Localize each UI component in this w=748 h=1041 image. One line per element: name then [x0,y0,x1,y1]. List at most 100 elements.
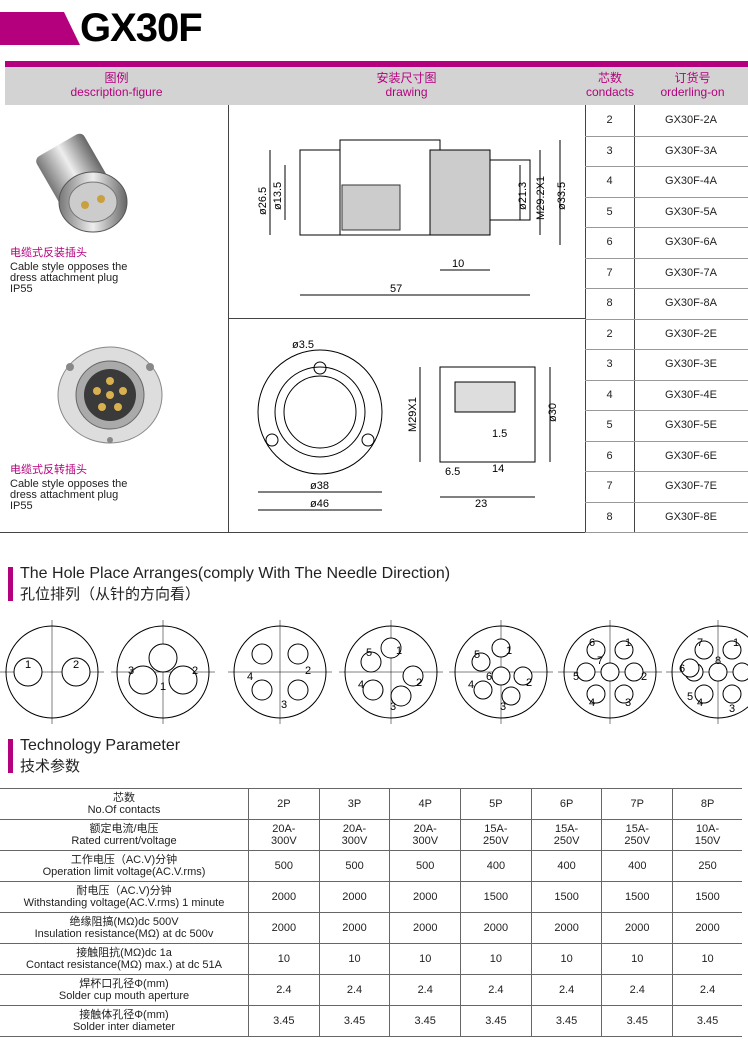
header-order-cn: 订货号 [674,71,711,85]
pin-hole [501,686,521,706]
pin-number: 7 [597,655,603,667]
pin-number: 4 [358,679,364,691]
pin-number: 4 [468,679,474,691]
title-accent-bar [0,12,80,45]
param-value: 400 [601,850,673,882]
pin-number: 3 [390,701,396,713]
param-value: 2000 [389,881,461,913]
param-value: 10 [248,943,320,975]
dim-label: ø46 [310,498,329,510]
header-drawing-en: drawing [385,85,428,99]
pin-number: 2 [526,677,532,689]
param-value: 6P [530,788,602,820]
contacts-count: 2 [606,327,613,340]
param-value: 8P [672,788,742,820]
pin-hole [513,666,533,686]
param-cn: 耐电压（AC.V)分钟 [76,885,172,897]
pin-number: 7 [697,637,703,649]
pin-hole [694,684,714,704]
dim-label: ø21.3 [517,182,529,210]
contacts-count: 8 [606,297,613,309]
param-value: 250 [672,850,742,882]
pin-hole [148,643,178,673]
dim-label: M29X1 [407,397,419,432]
contacts-count: 4 [606,175,613,187]
param-cn: 接触体孔径Φ(mm) [79,1009,169,1021]
order-code: GX30F-8A [665,297,717,309]
param-value: 2.4 [530,974,602,1006]
param-cn: 焊杯口孔径Φ(mm) [79,978,169,990]
param-en: Solder inter diameter [72,1021,176,1033]
param-value: 20A- 300V [318,819,390,851]
pin-number: 2 [641,671,647,683]
param-value: 3.45 [460,1005,532,1037]
order-code: GX30F-5A [665,205,717,218]
pin-number: 6 [589,637,595,649]
param-en: Rated current/voltage [71,835,177,847]
param-value: 15A- 250V [601,819,673,851]
pin-number: 6 [486,671,492,683]
param-value: 3.45 [248,1005,320,1037]
param-value: 1500 [601,881,673,913]
param-value: 2.4 [318,974,390,1006]
param-value: 3.45 [318,1005,390,1037]
pin-number: 4 [247,671,253,683]
contacts-count: 2 [606,114,613,126]
contacts-count: 5 [606,205,613,218]
order-code: GX30F-3A [665,144,717,157]
pin-number: 1 [506,645,512,657]
param-value: 4P [389,788,461,820]
order-code: GX30F-5E [665,419,717,431]
order-code: GX30F-3E [665,358,717,370]
order-code: GX30F-7E [665,480,717,492]
param-value: 500 [248,850,320,882]
dim-label: 57 [390,283,402,295]
param-value: 2P [248,788,320,820]
order-code: GX30F-6A [665,236,717,248]
order-code: GX30F-8E [665,510,717,523]
pin-number: 8 [715,655,721,667]
contacts-count: 7 [606,266,613,279]
pin-hole [287,643,309,665]
pin-number: 2 [416,677,422,689]
plug-drawing: ø26.5 ø13.5 ø21.3 M29.2X1 ø33.5 10 57 [257,139,568,296]
contacts-count: 4 [606,388,613,401]
pin-hole [586,684,606,704]
header-drawing-cn: 安装尺寸图 [376,71,437,85]
param-value: 2.4 [389,974,461,1006]
pin-hole [287,679,309,701]
dim-label: 6.5 [445,466,460,478]
param-value: 2000 [318,881,390,913]
pin-hole [732,662,748,682]
param-value: 1500 [530,881,602,913]
pin-number: 2 [73,659,79,671]
page-title: GX30F [80,6,203,50]
pin-hole [586,640,606,660]
pin-hole [491,638,511,658]
pin-number: 2 [305,665,311,677]
param-value: 10 [601,943,673,975]
pin-number: 3 [128,665,134,677]
pin-number: 1 [160,681,166,693]
pin-number: 4 [697,697,703,709]
param-value: 3P [318,788,390,820]
socket-drawing: ø3.5 ø38 ø46 M29X1 ø30 1.5 14 6.5 23 [257,339,559,511]
param-value: 400 [530,850,602,882]
param-value: 3.45 [672,1005,742,1037]
dim-label: 14 [492,463,504,475]
pin-hole [360,651,382,673]
param-value: 2000 [248,912,320,944]
header-order-en: orderling-on [660,85,725,99]
param-value: 2000 [530,912,602,944]
param-value: 5P [460,788,532,820]
order-code: GX30F-4A [665,175,717,187]
pin-number: 1 [733,637,739,649]
param-value: 10 [389,943,461,975]
pin-hole [13,657,43,687]
order-code: GX30F-2E [665,327,717,340]
pin-hole [402,665,424,687]
